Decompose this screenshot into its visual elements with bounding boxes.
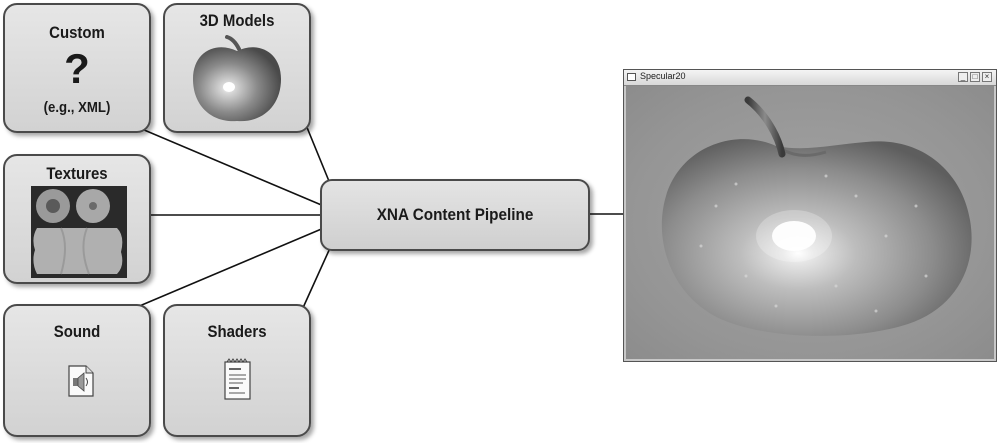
pipeline-label: XNA Content Pipeline bbox=[376, 205, 534, 224]
texture-map-image bbox=[31, 186, 127, 278]
rendered-apple-image bbox=[661, 96, 972, 336]
render-viewport bbox=[626, 86, 994, 359]
window-title: Specular20 bbox=[640, 71, 686, 81]
custom-caption: (e.g., XML) bbox=[43, 99, 111, 116]
textures-source-box: Textures bbox=[3, 154, 151, 284]
arrow-sound-to-pipeline bbox=[129, 220, 339, 311]
shaders-source-box: Shaders bbox=[163, 304, 311, 437]
window-app-icon bbox=[627, 73, 636, 81]
sound-title: Sound bbox=[53, 322, 101, 341]
sound-file-icon bbox=[68, 365, 94, 397]
maximize-button[interactable]: □ bbox=[970, 72, 980, 82]
close-button[interactable]: × bbox=[982, 72, 992, 82]
output-window: Specular20 _ □ × bbox=[623, 69, 997, 362]
textures-title: Textures bbox=[46, 164, 108, 183]
models-source-box: 3D Models bbox=[163, 3, 311, 133]
text-document-icon bbox=[224, 358, 251, 400]
arrow-custom-to-pipeline bbox=[129, 123, 339, 214]
apple-model-icon bbox=[193, 35, 281, 122]
minimize-button[interactable]: _ bbox=[958, 72, 968, 82]
custom-title: Custom bbox=[49, 23, 105, 42]
custom-source-box: Custom ? (e.g., XML) bbox=[3, 3, 151, 133]
window-title-bar: Specular20 _ □ × bbox=[624, 70, 996, 86]
content-pipeline-box: XNA Content Pipeline bbox=[320, 179, 590, 251]
sound-source-box: Sound bbox=[3, 304, 151, 437]
question-mark-icon: ? bbox=[64, 45, 90, 92]
models-title: 3D Models bbox=[199, 11, 275, 30]
shaders-title: Shaders bbox=[207, 322, 267, 341]
